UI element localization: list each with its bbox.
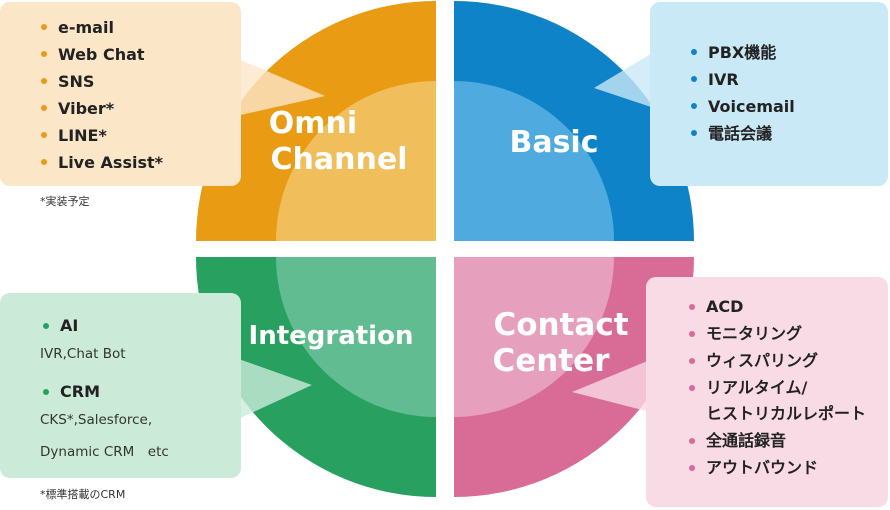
bullet-icon <box>43 323 49 329</box>
basic-feature-box: PBX機能 IVR Voicemail 電話会議 <box>650 2 888 186</box>
list-item: CRM <box>40 378 241 406</box>
bullet-icon <box>689 358 695 364</box>
bullet-icon <box>689 331 695 337</box>
list-item: LINE* <box>38 122 241 149</box>
list-item: 全通話録音 <box>686 428 888 455</box>
list-item: Live Assist* <box>38 149 241 176</box>
integration-feature-box: AI IVR,Chat Bot CRM CKS*,Salesforce, Dyn… <box>0 293 241 478</box>
contact-center-inner <box>454 257 614 417</box>
bullet-icon <box>689 385 695 391</box>
crm-detail-line2: Dynamic CRM etc <box>40 444 169 460</box>
list-item: AI <box>40 312 241 340</box>
basic-label: Basic <box>509 125 598 160</box>
list-item: 電話会議 <box>688 120 888 147</box>
basic-callout-pointer <box>594 52 654 108</box>
integration-callout-pointer <box>236 358 312 420</box>
contact-center-label-line1: Contact <box>493 307 628 343</box>
bullet-icon <box>691 103 697 109</box>
bullet-icon <box>41 159 47 165</box>
list-item: e-mail <box>38 14 241 41</box>
list-item: ACD <box>686 294 888 321</box>
list-item: アウトバウンド <box>686 455 888 482</box>
bullet-icon <box>691 130 697 136</box>
list-item: Voicemail <box>688 93 888 120</box>
integration-label: Integration <box>249 321 414 351</box>
integration-footnote: *標準搭載のCRM <box>40 488 126 501</box>
list-item: Web Chat <box>38 41 241 68</box>
crm-detail-line1: CKS*,Salesforce, <box>40 412 153 428</box>
bullet-icon <box>689 438 695 444</box>
bullet-icon <box>691 49 697 55</box>
omni-footnote: *実装予定 <box>40 195 90 208</box>
omni-channel-label-line2: Channel <box>271 142 408 177</box>
bullet-icon <box>41 78 47 84</box>
bullet-icon <box>43 389 49 395</box>
bullet-icon <box>689 465 695 471</box>
list-item: PBX機能 <box>688 39 888 66</box>
omni-callout-pointer <box>236 58 325 116</box>
list-item: ウィスパリング <box>686 348 888 375</box>
omni-channel-label-line1: Omni <box>269 106 357 141</box>
bullet-icon <box>41 132 47 138</box>
list-item: SNS <box>38 68 241 95</box>
contact-callout-pointer <box>572 360 650 412</box>
omni-channel-inner <box>276 81 436 241</box>
list-item: IVR <box>688 66 888 93</box>
contact-center-feature-box: ACD モニタリング ウィスパリング リアルタイム/ ヒストリカルレポート 全通… <box>646 277 888 507</box>
list-item: モニタリング <box>686 321 888 348</box>
ai-detail: IVR,Chat Bot <box>40 346 126 362</box>
list-item: リアルタイム/ ヒストリカルレポート <box>686 375 888 428</box>
omni-channel-feature-box: e-mail Web Chat SNS Viber* LINE* Live As… <box>0 2 241 186</box>
bullet-icon <box>41 24 47 30</box>
integration-inner <box>276 257 436 417</box>
basic-inner <box>454 81 614 241</box>
contact-center-label-line2: Center <box>493 343 611 379</box>
bullet-icon <box>691 76 697 82</box>
bullet-icon <box>689 304 695 310</box>
list-item: Viber* <box>38 95 241 122</box>
bullet-icon <box>41 105 47 111</box>
bullet-icon <box>41 51 47 57</box>
